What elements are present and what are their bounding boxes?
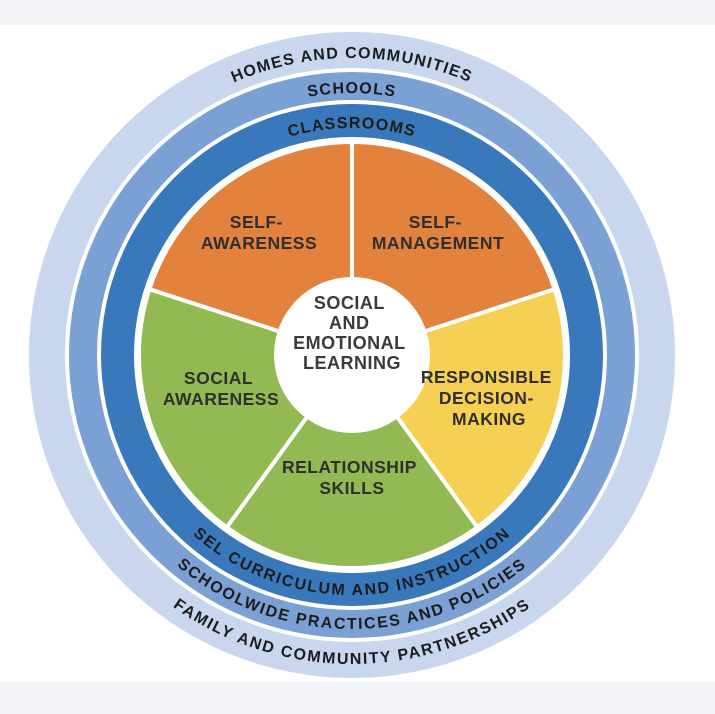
bottom-edge-strip [0, 682, 715, 714]
segment-relationship-skills [224, 353, 480, 570]
segment-label-social-awareness: SOCIAL AWARENESS [163, 368, 279, 409]
ring-label-schools: SCHOOLS [306, 80, 398, 101]
segment-label-self-awareness: SELF- AWARENESS [201, 212, 317, 253]
center-circle [274, 277, 430, 433]
segment-label-responsible-decision-making: RESPONSIBLE DECISION- MAKING [421, 367, 557, 429]
segment-label-relationship-skills: RELATIONSHIP SKILLS [282, 457, 422, 498]
top-edge-strip [0, 0, 715, 25]
center-label: SOCIAL AND EMOTIONAL LEARNING [293, 293, 411, 373]
segment-label-self-management: SELF- MANAGEMENT [372, 212, 504, 253]
